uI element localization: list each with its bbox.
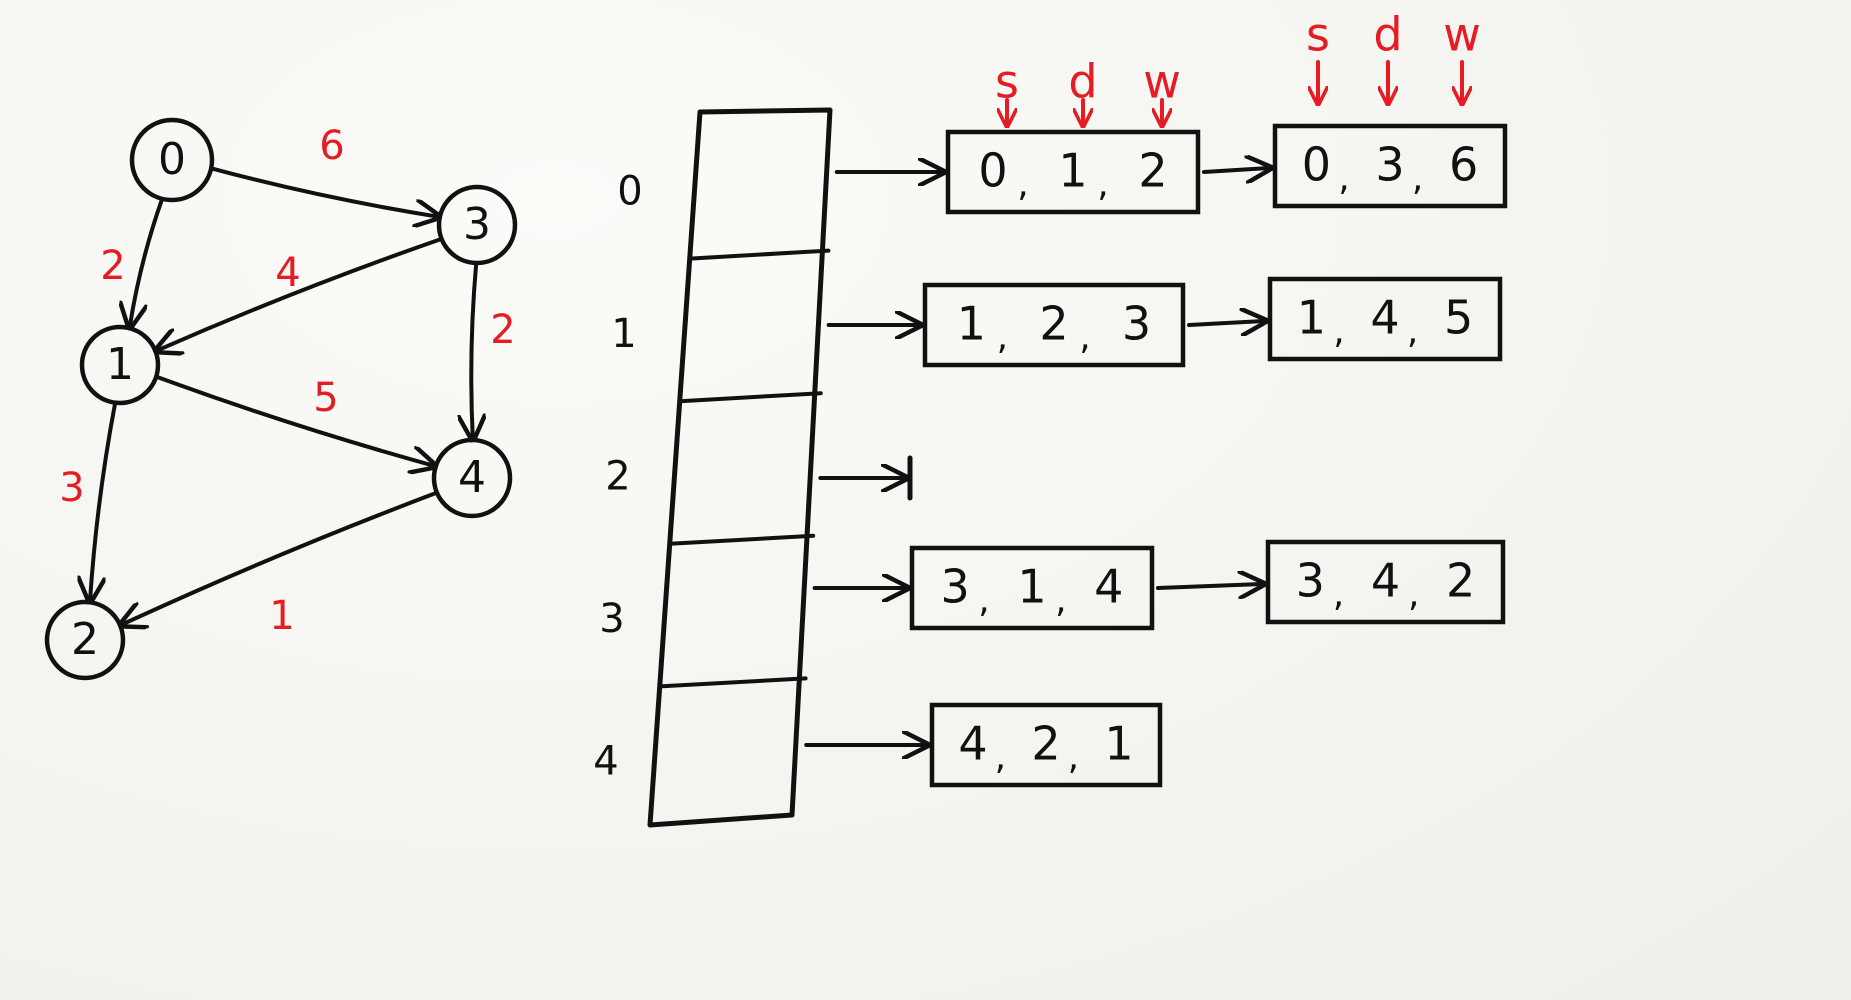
edge-1-to-4 [154,374,434,466]
list-node-0-1-field-1: 3 [1375,138,1404,192]
list-node-0-1-field-2: 6 [1449,138,1478,192]
array-index-4: 4 [593,739,618,785]
list-node-0-0-field-1: 1 [1058,144,1087,198]
list-link-0-0 [1202,168,1269,172]
list-node-1-1-sep-0: , [1333,311,1344,352]
list-node-0-1-sep-1: , [1412,158,1423,199]
list-node-1-1-sep-1: , [1407,311,1418,352]
list-node-4-0-field-2: 1 [1104,717,1133,771]
list-node-1-0-sep-0: , [997,317,1008,358]
graph-node-2 [44,599,126,681]
edge-weight-3-1: 4 [275,250,300,296]
list-node-1-1-field-0: 1 [1297,291,1326,345]
list-node-3-1-field-0: 3 [1296,554,1325,608]
graph-node-label-4: 4 [458,452,486,503]
list-node-3-0-sep-1: , [1055,580,1066,621]
list-node-4-0-field-0: 4 [958,717,987,771]
edge-weight-1-4: 5 [313,375,338,421]
edge-weight-1-2: 3 [59,465,84,511]
list-node-3-0-field-1: 1 [1017,560,1046,614]
list-node-3-0-field-2: 4 [1094,560,1123,614]
list-node-1-0 [922,282,1186,368]
edge-weight-0-3: 6 [319,123,344,169]
graph-node-0 [129,117,215,203]
list-node-0-1-sep-0: , [1338,158,1349,199]
list-node-1-1 [1267,276,1503,362]
array-divider-4 [658,676,808,689]
annotation-1-w: w [1443,8,1481,62]
list-node-3-1-sep-1: , [1408,574,1419,615]
list-node-3-1-field-1: 4 [1371,554,1400,608]
array-outline [647,107,833,828]
graph-node-3 [436,184,518,266]
graph-node-4 [431,437,513,519]
list-node-1-1-field-1: 4 [1370,291,1399,345]
array-index-3: 3 [599,596,624,642]
graph-node-label-0: 0 [158,134,186,185]
graph-node-label-3: 3 [463,199,491,250]
list-node-0-0 [945,129,1201,215]
list-node-1-0-sep-1: , [1079,317,1090,358]
graph-node-label-1: 1 [106,339,134,390]
list-node-3-1 [1265,539,1506,625]
list-node-4-0-sep-1: , [1068,737,1079,778]
edge-3-to-1 [157,236,444,351]
list-node-0-1-field-0: 0 [1302,138,1331,192]
edge-0-to-3 [209,166,438,216]
annotation-1-s: s [1306,8,1330,62]
list-node-3-0-sep-0: , [978,580,989,621]
edge-weight-3-4: 2 [490,307,515,353]
graph-node-label-2: 2 [71,614,99,665]
edge-0-to-1 [130,196,165,326]
list-node-3-0 [909,545,1155,631]
array-index-1: 1 [611,311,636,357]
array-divider-3 [668,533,816,546]
list-node-4-0-sep-0: , [995,737,1006,778]
edge-4-to-2 [122,490,439,625]
adjacency-array: 0 1 2 3 4 [593,107,833,828]
edge-1-to-2 [90,400,118,601]
list-link-3-0 [1156,584,1262,588]
list-node-0-0-field-0: 0 [978,144,1007,198]
list-node-3-1-sep-0: , [1333,574,1344,615]
graph-node-1 [79,324,161,406]
list-node-0-0-field-2: 2 [1138,144,1167,198]
list-node-4-0-field-1: 2 [1031,717,1060,771]
list-node-1-0-field-0: 1 [957,297,986,351]
array-index-2: 2 [605,454,630,500]
edge-weight-0-1: 2 [100,243,125,289]
list-node-0-1 [1272,123,1508,209]
edge-weight-4-2: 1 [269,593,294,639]
list-node-0-0-sep-1: , [1097,164,1108,205]
list-node-4-0 [929,702,1163,788]
list-link-1-0 [1187,321,1264,325]
directed-weighted-graph: 2 6 3 5 4 2 1 0 1 2 3 4 [44,117,518,681]
list-node-1-0-field-1: 2 [1039,297,1068,351]
list-node-0-0-sep-0: , [1017,164,1028,205]
annotation-0-s: s [995,55,1019,109]
list-node-1-0-field-2: 3 [1122,297,1151,351]
list-node-3-1-field-2: 2 [1446,554,1475,608]
array-index-0: 0 [617,168,642,214]
edge-3-to-4 [471,260,476,438]
array-divider-1 [688,248,831,261]
list-node-3-0-field-0: 3 [941,560,970,614]
array-divider-2 [678,391,823,404]
list-node-1-1-field-2: 5 [1444,291,1473,345]
annotation-1-d: d [1373,8,1402,62]
